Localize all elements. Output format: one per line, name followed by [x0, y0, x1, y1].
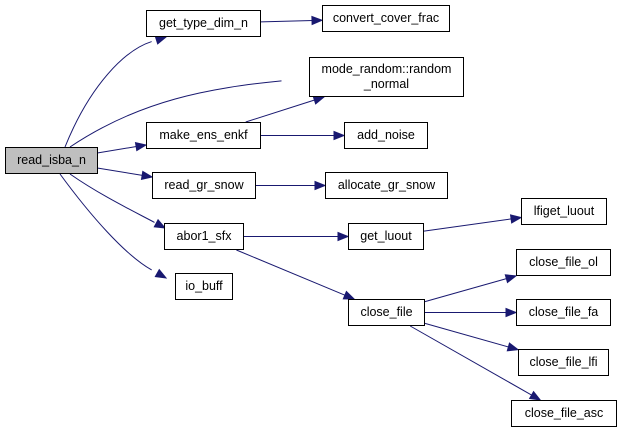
- node-read-gr-snow[interactable]: read_gr_snow: [152, 172, 256, 199]
- node-get-type-dim-n[interactable]: get_type_dim_n: [146, 10, 261, 37]
- edge-abor1-sfx-to-get-luout-arrowhead: [337, 231, 350, 242]
- edge-make-ens-enkf-to-mode-random-normal-arrowhead: [312, 95, 326, 105]
- edge-close-file-to-close-file-asc: [409, 325, 533, 396]
- edge-read-isba-n-to-abor1-sfx: [69, 173, 155, 223]
- edge-read-isba-n-to-get-type-dim-n-arrowhead: [154, 35, 168, 45]
- node-abor1-sfx[interactable]: abor1_sfx: [164, 223, 244, 250]
- edge-get-luout-to-lfiget-luout-arrowhead: [509, 214, 523, 224]
- edge-close-file-to-close-file-lfi-arrowhead: [506, 342, 520, 352]
- node-close-file[interactable]: close_file: [348, 299, 425, 326]
- node-close-file-ol[interactable]: close_file_ol: [516, 249, 611, 276]
- edge-read-isba-n-to-make-ens-enkf-arrowhead: [134, 141, 148, 152]
- node-get-luout[interactable]: get_luout: [348, 223, 424, 250]
- edge-read-gr-snow-to-allocate-gr-snow-arrowhead: [314, 180, 327, 191]
- node-read-isba-n: read_isba_n: [5, 147, 98, 174]
- edge-read-isba-n-to-io-buff: [59, 173, 152, 271]
- edge-get-type-dim-n-to-convert-cover-frac: [260, 20, 314, 23]
- edge-make-ens-enkf-to-add-noise-arrowhead: [333, 130, 346, 141]
- edge-get-type-dim-n-to-convert-cover-frac-arrowhead: [311, 15, 324, 26]
- edge-close-file-to-close-file-lfi: [424, 322, 510, 348]
- edge-close-file-to-close-file-asc-arrowhead: [528, 390, 542, 401]
- edge-close-file-to-close-file-ol-arrowhead: [504, 274, 518, 284]
- node-add-noise[interactable]: add_noise: [344, 122, 428, 149]
- node-convert-cover-frac[interactable]: convert_cover_frac: [322, 5, 450, 32]
- edge-read-isba-n-to-read-gr-snow: [97, 167, 144, 177]
- node-io-buff[interactable]: io_buff: [175, 273, 233, 300]
- edge-abor1-sfx-to-close-file: [236, 249, 346, 297]
- edge-make-ens-enkf-to-mode-random-normal: [245, 99, 316, 123]
- edge-read-isba-n-to-io-buff-arrowhead: [154, 268, 168, 279]
- edge-read-isba-n-to-get-type-dim-n: [64, 41, 152, 148]
- edge-get-luout-to-lfiget-luout: [423, 218, 513, 232]
- edge-read-isba-n-to-abor1-sfx-arrowhead: [153, 218, 167, 229]
- node-lfiget-luout[interactable]: lfiget_luout: [521, 198, 607, 225]
- node-mode-random-normal[interactable]: mode_random::random _normal: [309, 57, 464, 97]
- node-close-file-asc[interactable]: close_file_asc: [511, 400, 617, 427]
- node-make-ens-enkf[interactable]: make_ens_enkf: [146, 122, 261, 149]
- node-allocate-gr-snow[interactable]: allocate_gr_snow: [325, 172, 448, 199]
- edge-read-isba-n-to-mode-random-normal: [69, 80, 282, 148]
- edge-close-file-to-close-file-fa-arrowhead: [505, 307, 518, 318]
- edge-read-isba-n-to-make-ens-enkf: [97, 145, 138, 154]
- edge-read-isba-n-to-read-gr-snow-arrowhead: [140, 170, 154, 180]
- edge-abor1-sfx-to-close-file-arrowhead: [342, 290, 356, 300]
- node-close-file-lfi[interactable]: close_file_lfi: [518, 349, 609, 376]
- edge-close-file-to-close-file-ol: [424, 277, 508, 303]
- node-close-file-fa[interactable]: close_file_fa: [516, 299, 611, 326]
